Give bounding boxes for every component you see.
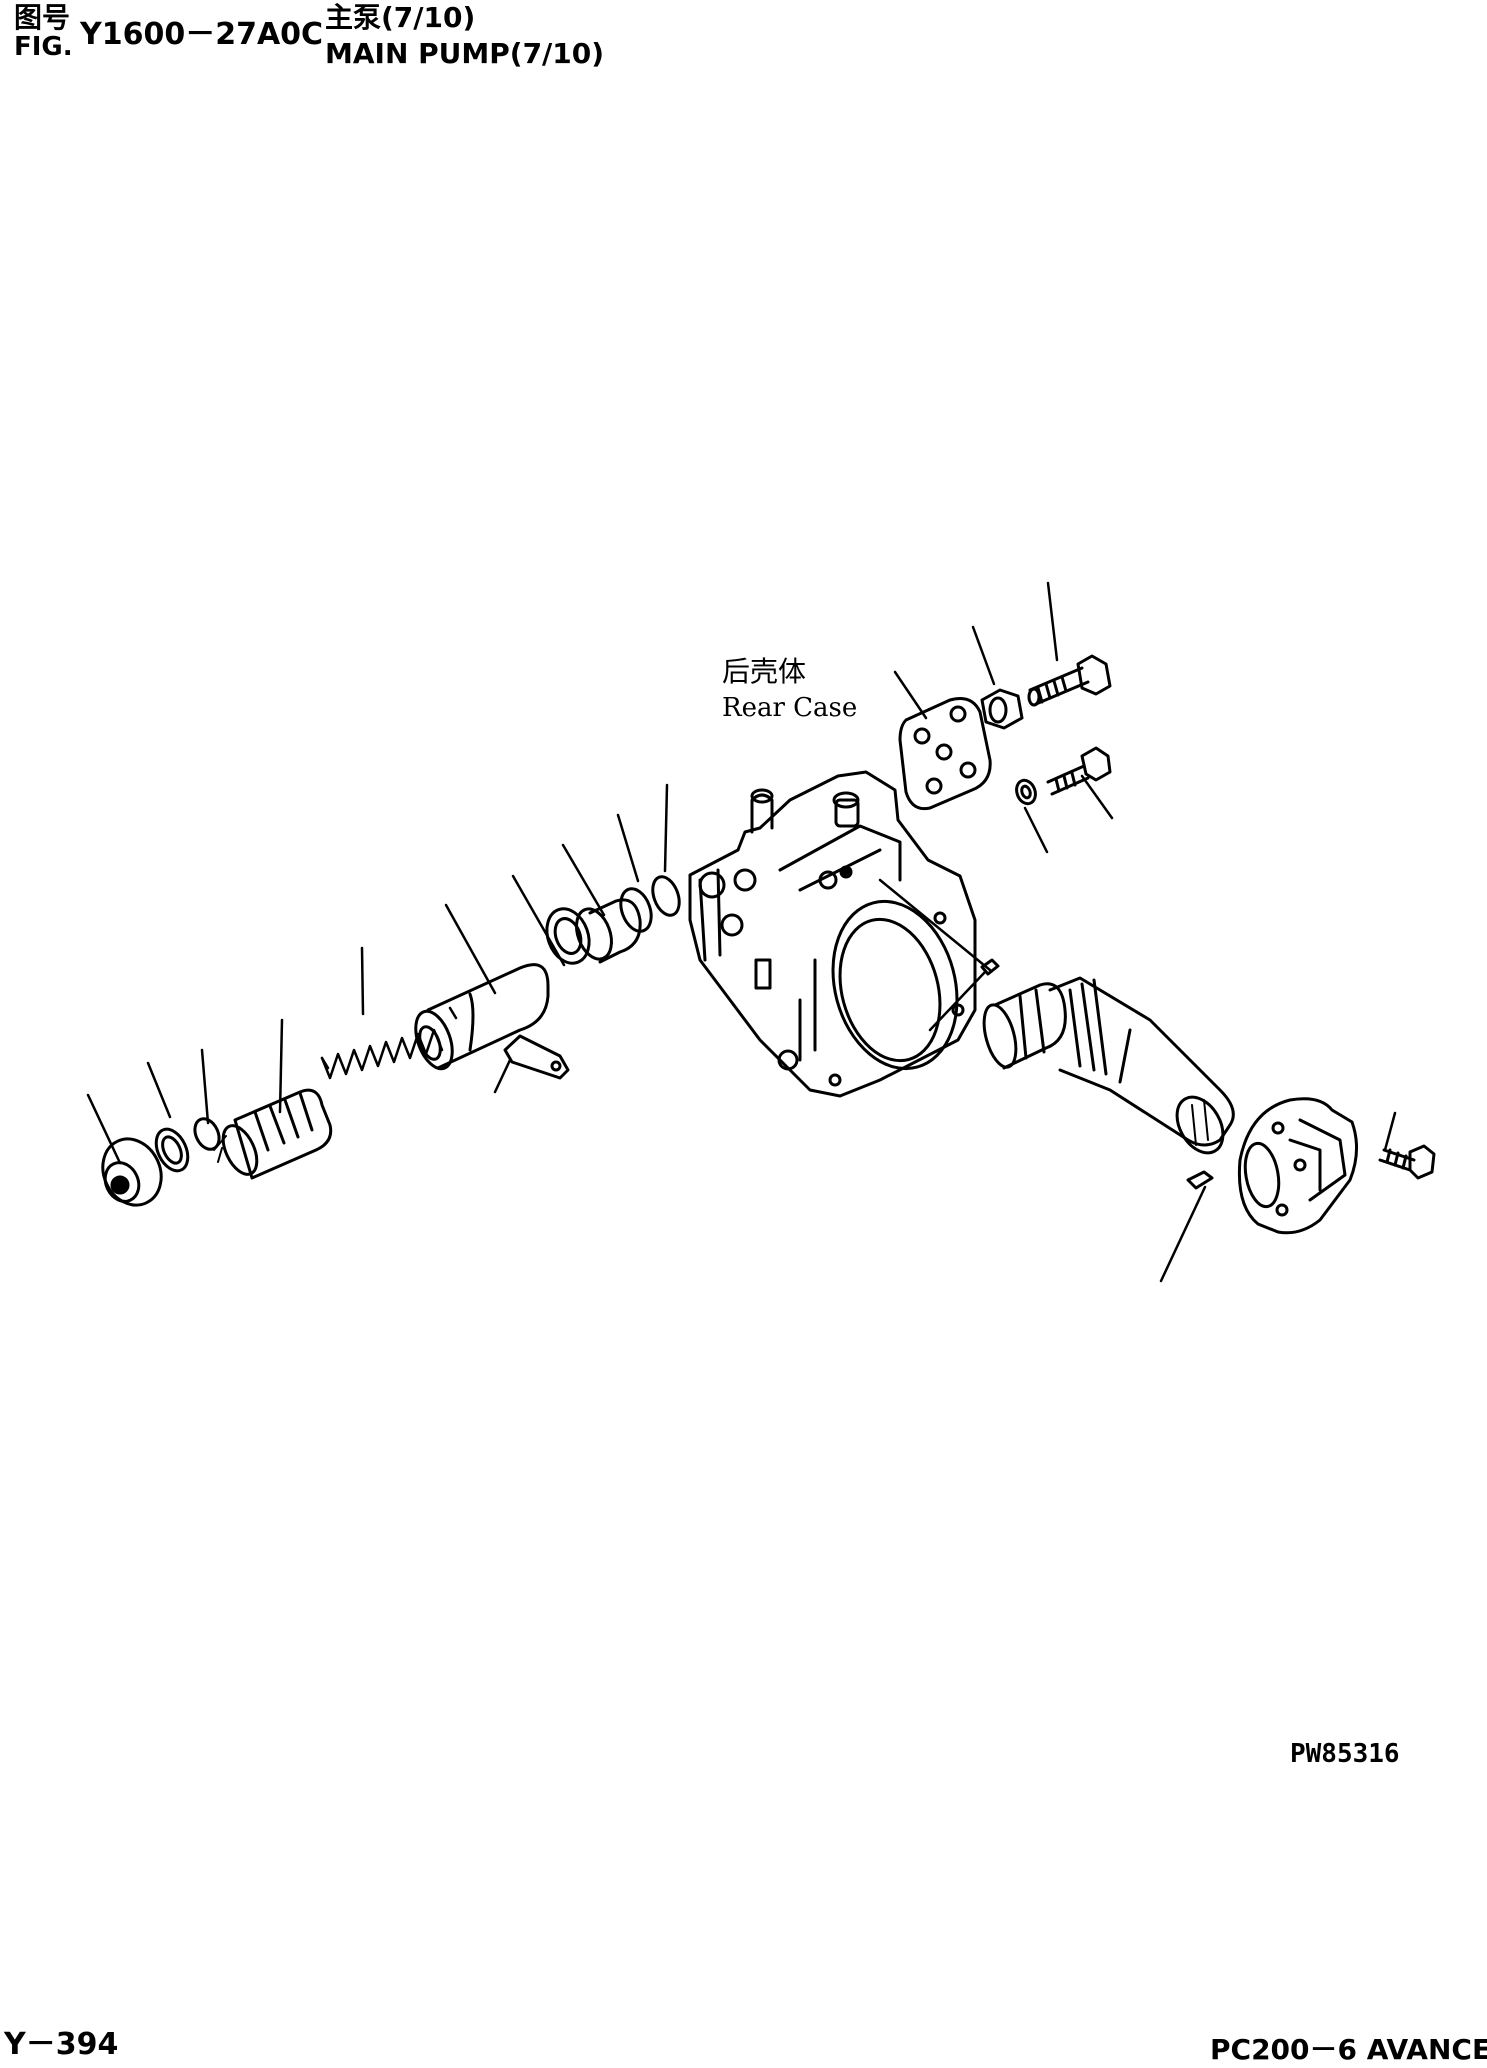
leader-lines	[86, 581, 1397, 1283]
spool	[213, 1088, 333, 1180]
bolt-top	[1027, 654, 1112, 707]
callout-rear-case-en: Rear Case	[722, 693, 858, 723]
washer-inner	[161, 1135, 183, 1165]
rear-case-body	[688, 770, 977, 1098]
callout-rear-case-cn: 后壳体	[722, 655, 807, 688]
page-number: Y－394	[4, 2027, 119, 2062]
model-name: PC200－6 AVANCE	[1210, 2033, 1487, 2066]
fig-label-en: FIG.	[14, 32, 73, 62]
bolt-right	[1378, 1144, 1436, 1180]
o-ring-2	[619, 887, 653, 933]
o-ring	[193, 1117, 221, 1151]
dowel-pin	[980, 958, 1000, 976]
small-washer	[1015, 778, 1037, 806]
title-cn: 主泵(7/10)	[325, 1, 476, 34]
dowel-pin-2	[1186, 1170, 1214, 1190]
bushing	[982, 982, 1067, 1070]
seal-ring-1	[545, 907, 591, 965]
o-ring-3	[651, 875, 681, 917]
drive-shaft	[1048, 976, 1235, 1155]
fig-label-cn: 图号	[14, 1, 71, 34]
seal-ring-2	[575, 898, 642, 964]
title-en: MAIN PUMP(7/10)	[325, 37, 605, 70]
washer	[154, 1127, 190, 1173]
bracket-plate	[503, 1034, 570, 1080]
bolt-small	[1046, 746, 1112, 796]
fig-number: Y1600－27A0C	[80, 17, 324, 52]
plug-cap	[101, 1137, 163, 1207]
hex-nut	[980, 688, 1024, 730]
drawing-code: PW85316	[1290, 1739, 1400, 1769]
sleeve	[414, 963, 550, 1071]
cover-plate	[898, 697, 992, 811]
cradle-holder	[1237, 1097, 1358, 1235]
